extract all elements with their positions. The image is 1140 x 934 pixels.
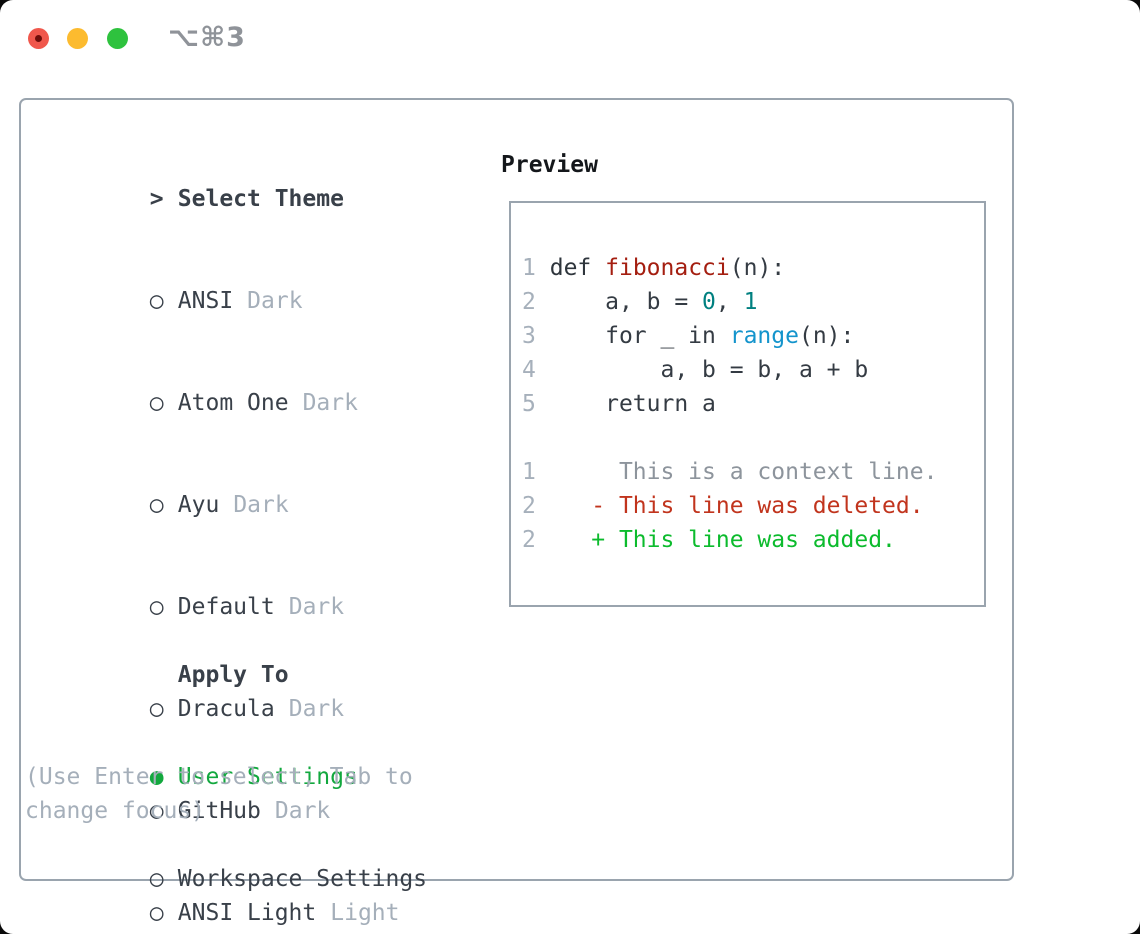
radio-icon: ○ <box>149 696 164 722</box>
theme-variant: Dark <box>274 798 331 824</box>
line-number: 5 <box>522 391 536 417</box>
theme-option-default-dark[interactable]: ○ Default Dark <box>25 556 441 658</box>
theme-name: ANSI <box>177 288 234 314</box>
theme-name: Ayu <box>177 492 220 518</box>
apply-to-header: Apply To <box>25 624 427 726</box>
hint-text: (Use Enter to select, Tab to change focu… <box>25 760 413 828</box>
builtin-token: range <box>729 323 799 349</box>
apply-to-title: Apply To <box>177 662 289 688</box>
added-text: + This line was added. <box>535 527 896 553</box>
diff-added-line: 2 + This line was added. <box>522 523 984 557</box>
apply-to-section: Apply To ● User Settings ○ Workspace Setti… <box>25 624 427 930</box>
preview-title: Preview <box>501 152 598 178</box>
radio-icon: ○ <box>149 492 164 518</box>
apply-option-label: User Settings <box>177 764 358 790</box>
code-token: a, b = b, a + b <box>535 357 869 383</box>
theme-variant: Dark <box>288 696 345 722</box>
zoom-button[interactable] <box>107 28 128 49</box>
theme-list-header: > Select Theme <box>25 148 441 250</box>
theme-variant: Dark <box>247 288 303 314</box>
code-token: (n): <box>798 323 855 349</box>
apply-option-workspace-settings[interactable]: ○ Workspace Settings <box>25 828 427 930</box>
code-token: a, b = <box>535 289 703 315</box>
code-token <box>536 255 550 281</box>
keyword-token: def <box>549 255 592 281</box>
theme-list-title: Select Theme <box>177 186 344 212</box>
code-line: 3 for _ in range(n): <box>522 319 984 353</box>
theme-name: Dracula <box>177 696 275 722</box>
code-token: , <box>715 289 744 315</box>
theme-option-ayu-dark[interactable]: ○ Ayu Dark <box>25 454 441 556</box>
apply-option-user-settings[interactable]: ● User Settings <box>25 726 427 828</box>
theme-name: ANSI Light <box>177 900 317 926</box>
theme-option-ansi-light[interactable]: ○ ANSI Light Light <box>25 862 441 934</box>
apply-option-label: Workspace Settings <box>177 866 428 892</box>
line-number: 2 <box>522 527 536 553</box>
number-token: 1 <box>743 289 758 315</box>
theme-name: Atom One <box>177 390 289 416</box>
line-number: 1 <box>522 459 536 485</box>
theme-name: Default <box>177 594 275 620</box>
code-token: return a <box>535 391 716 417</box>
line-number: 2 <box>522 289 536 315</box>
hint-line-1: (Use Enter to select, Tab to <box>25 764 413 790</box>
code-token <box>591 255 605 281</box>
diff-deleted-line: 2 - This line was deleted. <box>522 489 984 523</box>
theme-option-github-dark[interactable]: ○ GitHub Dark <box>25 760 441 862</box>
titlebar: ⌥⌘3 <box>0 0 1140 76</box>
radio-icon: ○ <box>149 866 164 892</box>
number-token: 0 <box>702 289 716 315</box>
prompt-icon: > <box>149 186 164 212</box>
radio-selected-icon: ● <box>149 764 164 790</box>
radio-icon: ○ <box>149 390 164 416</box>
code-line-blank <box>522 421 984 455</box>
theme-variant: Dark <box>288 594 345 620</box>
hint-line-2: change focus) <box>25 798 206 824</box>
theme-variant: Light <box>330 900 400 926</box>
theme-option-atom-one-dark[interactable]: ○ Atom One Dark <box>25 352 441 454</box>
code-line: 5 return a <box>522 387 984 421</box>
deleted-text: - This line was deleted. <box>535 493 924 519</box>
code-token: (n): <box>729 255 786 281</box>
code-line: 1 def fibonacci(n): <box>522 251 984 285</box>
close-button[interactable] <box>28 28 49 49</box>
theme-variant: Dark <box>233 492 289 518</box>
line-number: 4 <box>522 357 536 383</box>
diff-context-line: 1 This is a context line. <box>522 455 984 489</box>
code-token: for _ in <box>535 323 730 349</box>
window-title-shortcut: ⌥⌘3 <box>168 22 246 53</box>
radio-icon: ○ <box>149 594 164 620</box>
function-name-token: fibonacci <box>605 255 730 281</box>
code-line: 2 a, b = 0, 1 <box>522 285 984 319</box>
minimize-button[interactable] <box>67 28 88 49</box>
theme-variant: Dark <box>302 390 358 416</box>
context-text: This is a context line. <box>535 459 938 485</box>
line-number: 3 <box>522 323 536 349</box>
line-number: 2 <box>522 493 536 519</box>
theme-option-dracula-dark[interactable]: ○ Dracula Dark <box>25 658 441 760</box>
radio-icon: ○ <box>149 900 164 926</box>
theme-name: GitHub <box>177 798 261 824</box>
radio-icon: ○ <box>149 798 164 824</box>
radio-icon: ○ <box>149 288 164 314</box>
code-preview-box: 1 def fibonacci(n): 2 a, b = 0, 1 3 for … <box>509 201 986 607</box>
theme-option-ansi-dark[interactable]: ○ ANSI Dark <box>25 250 441 352</box>
code-line: 4 a, b = b, a + b <box>522 353 984 387</box>
line-number: 1 <box>522 255 536 281</box>
